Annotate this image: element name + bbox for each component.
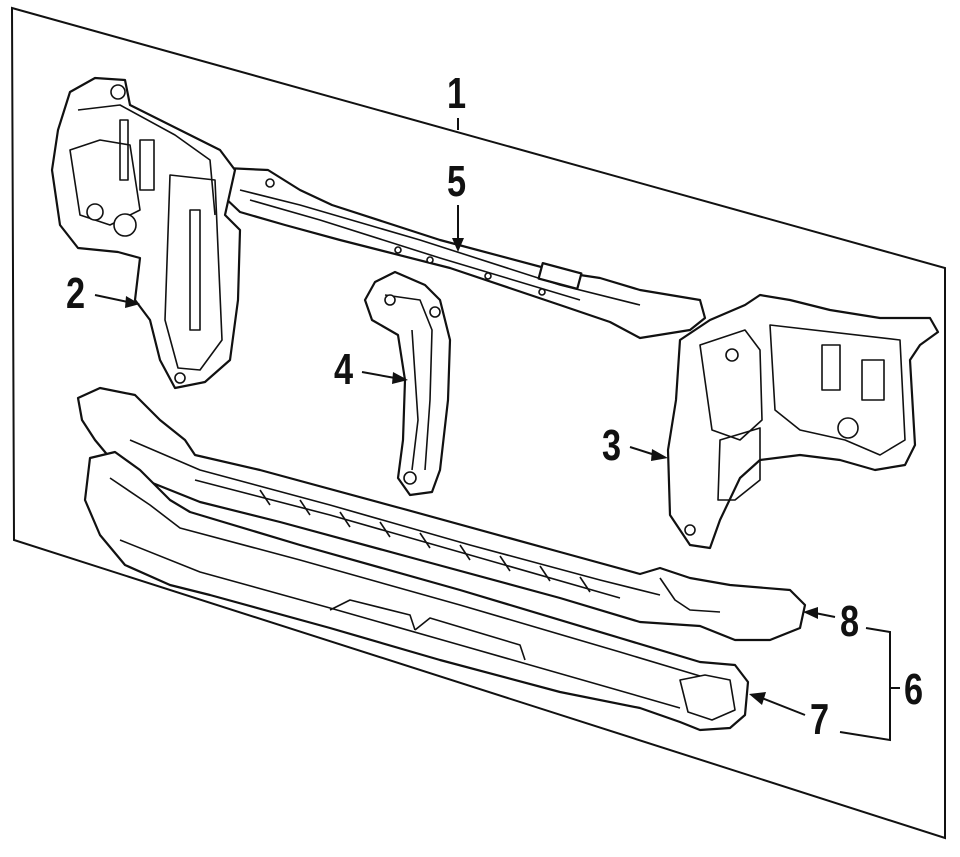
left-side-support bbox=[50, 76, 242, 390]
callout-3: 3 bbox=[602, 421, 622, 470]
leader-7 bbox=[761, 697, 806, 716]
leader-6-bracket bbox=[839, 627, 891, 742]
right-side-support bbox=[666, 293, 940, 550]
callout-7: 7 bbox=[810, 695, 830, 744]
center-support bbox=[363, 270, 452, 497]
callout-2: 2 bbox=[66, 269, 86, 318]
lower-rail bbox=[83, 450, 750, 732]
leader-3 bbox=[629, 446, 656, 456]
lower-tie-bar bbox=[76, 386, 807, 642]
leader-2 bbox=[94, 294, 129, 303]
leader-8 bbox=[814, 612, 836, 618]
callout-8: 8 bbox=[840, 597, 860, 646]
leader-lines bbox=[94, 118, 900, 742]
callout-6: 6 bbox=[904, 665, 924, 714]
upper-tie-bar bbox=[220, 166, 707, 340]
callout-4: 4 bbox=[334, 345, 354, 394]
leader-4 bbox=[361, 371, 396, 379]
callout-5: 5 bbox=[447, 157, 467, 206]
callout-1: 1 bbox=[447, 69, 467, 118]
